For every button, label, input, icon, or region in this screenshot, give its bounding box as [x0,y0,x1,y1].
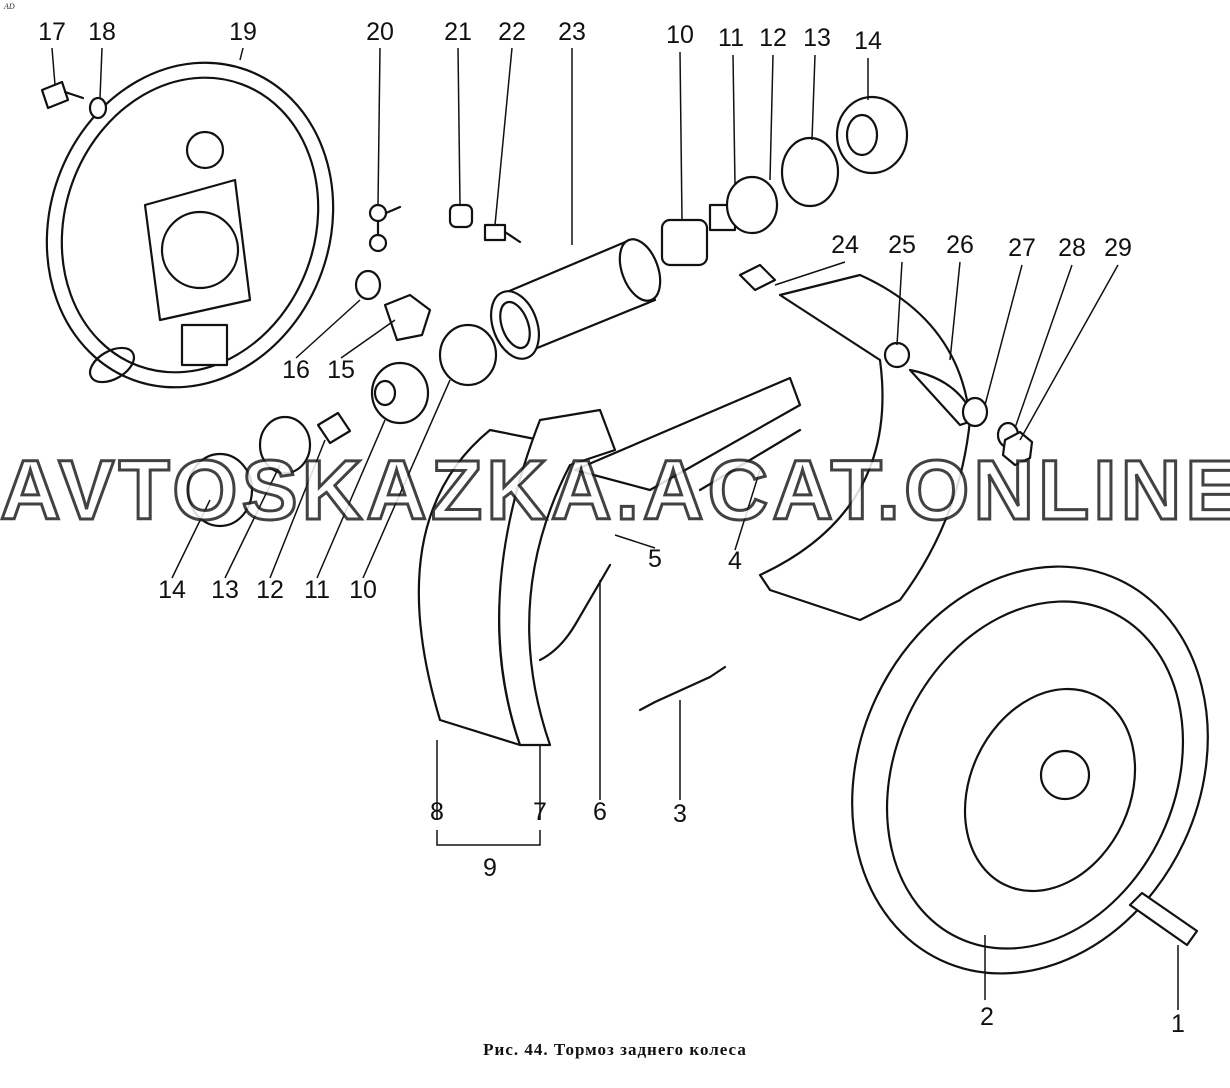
callout-11: 11 [718,24,744,52]
corner-mark: AD [4,2,15,11]
callout-5: 5 [648,545,662,573]
nut-29 [1001,430,1034,467]
bolt-15 [383,293,432,342]
callout-10: 10 [666,21,694,49]
callout-19: 19 [229,18,257,46]
spring-4 [698,428,802,492]
wheel-stud [1128,891,1199,947]
brake-shoe-left [417,408,617,747]
callout-16: 16 [282,356,310,384]
cup-14-right [835,95,909,175]
callout-23: 23 [558,18,586,46]
spring-12-left [316,411,352,445]
cup-14-left [186,452,254,528]
piston-11-left [370,361,430,425]
bleeder-22 [483,223,522,244]
seal-13-right [780,136,840,208]
callout-11-left: 11 [304,576,330,604]
callout-4: 4 [728,547,742,575]
callout-26: 26 [946,231,974,259]
bolt-24 [738,263,777,292]
washer-16 [354,269,382,301]
callout-25: 25 [888,231,916,259]
callout-7: 7 [533,798,547,826]
boot-10-right [660,218,709,267]
wheel-cylinder [490,238,662,360]
callout-9: 9 [483,854,497,882]
spring-clip [368,203,402,253]
callout-10-left: 10 [349,576,377,604]
cap-21 [448,203,474,229]
callout-6: 6 [593,798,607,826]
backing-plate [45,61,335,389]
spring-3 [638,665,727,712]
callout-18: 18 [88,18,116,46]
callout-21: 21 [444,18,472,46]
callout-28: 28 [1058,234,1086,262]
callout-15: 15 [327,356,355,384]
brake-shoe-right [758,273,977,622]
callout-14-left: 14 [158,576,186,604]
callout-24: 24 [831,231,859,259]
spring-5 [538,563,612,662]
callout-8: 8 [430,798,444,826]
brake-drum [851,565,1209,975]
strut [573,376,802,492]
callout-13-left: 13 [211,576,239,604]
callout-17: 17 [38,18,66,46]
callout-27: 27 [1008,234,1036,262]
leader-lines [51,47,1179,1010]
callout-22: 22 [498,18,526,46]
callout-2: 2 [980,1003,994,1031]
callout-12-left: 12 [256,576,284,604]
callout-13: 13 [803,24,831,52]
washer-18 [88,96,108,120]
callout-3: 3 [673,800,687,828]
callout-20: 20 [366,18,394,46]
bolt-17 [40,80,85,110]
callout-12: 12 [759,24,787,52]
callouts: 17 18 19 20 21 22 23 10 11 12 13 14 24 2… [38,18,1185,1038]
callout-29: 29 [1104,234,1132,262]
bushing-27 [961,396,989,428]
piston-11-right [708,175,779,235]
figure-caption: Рис. 44. Тормоз заднего колеса [483,1040,747,1059]
callout-14: 14 [854,27,882,55]
seal-13-left [258,415,312,475]
callout-1: 1 [1171,1010,1185,1038]
watermark: AVTOSKAZKA.ACAT.ONLINE [0,443,1230,537]
boot-10-left [438,323,498,387]
